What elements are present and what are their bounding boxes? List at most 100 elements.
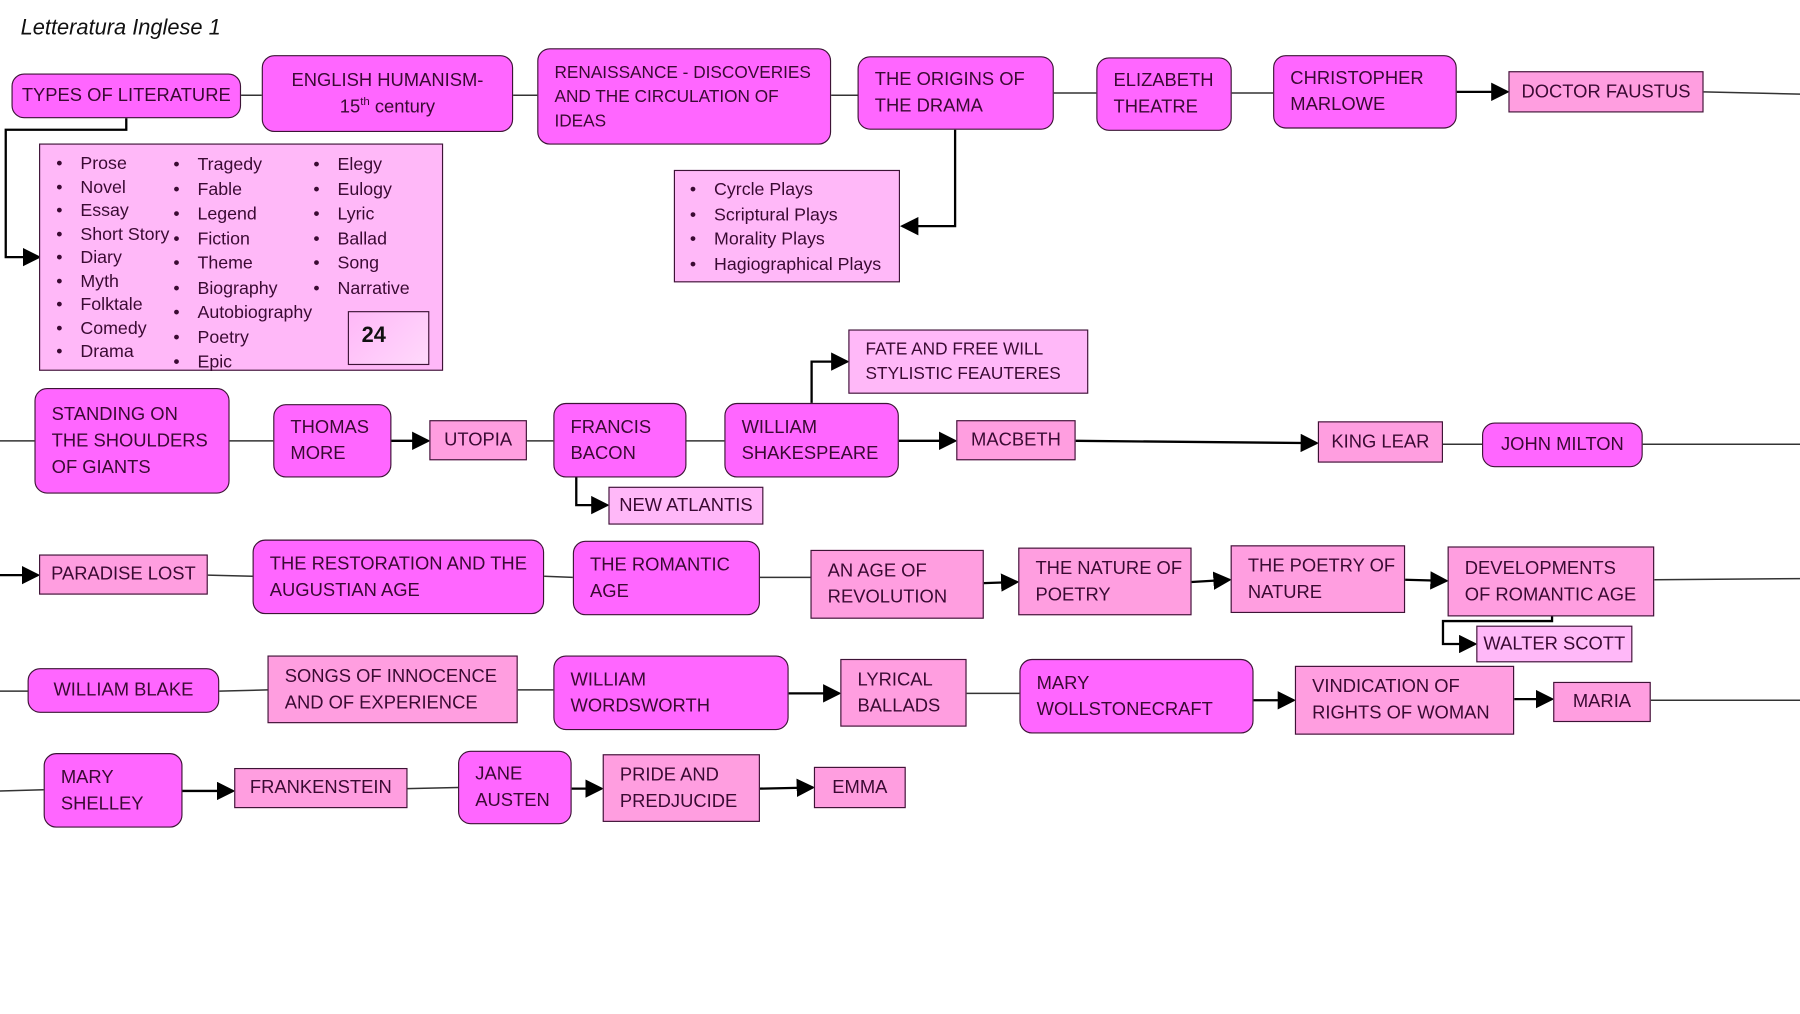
node-label: BACON — [570, 443, 636, 464]
node-songs-of-innocence[interactable]: SONGS OF INNOCENCE AND OF EXPERIENCE — [267, 655, 518, 724]
node-label: KING LEAR — [1331, 432, 1430, 452]
node-label: UTOPIA — [444, 430, 513, 451]
document-title: Letteratura Inglese 1 — [20, 16, 221, 41]
node-label: MARLOWE — [1290, 95, 1386, 115]
node-label: OF GIANTS — [51, 457, 151, 477]
node-john-milton[interactable]: JOHN MILTON — [1482, 422, 1643, 468]
list-item: Drama — [56, 341, 133, 364]
node-label: WOLLSTONECRAFT — [1036, 699, 1213, 720]
node-king-lear[interactable]: KING LEAR — [1317, 421, 1443, 463]
node-poetry-of-nature[interactable]: THE POETRY OF NATURE — [1230, 545, 1406, 614]
node-label: WILLIAM BLAKE — [53, 680, 194, 701]
list-item: Myth — [57, 270, 119, 293]
node-label: AUGUSTIAN AGE — [269, 580, 420, 600]
list-item: Comedy — [56, 317, 146, 340]
node-label: NEW ATLANTIS — [619, 495, 753, 516]
node-english-humanism[interactable]: ENGLISH HUMANISM- 15th century — [261, 55, 514, 133]
node-label: VINDICATION OF — [1312, 677, 1460, 697]
list-item: Narrative — [313, 277, 409, 300]
node-label: RENAISSANCE - DISCOVERIES — [554, 62, 811, 83]
node-fate-and-free-will[interactable]: FATE AND FREE WILL STYLISTIC FEAUTERES — [848, 329, 1089, 394]
list-item: Scriptural Plays — [690, 204, 838, 227]
node-types-of-literature[interactable]: TYPES OF LITERATURE — [11, 73, 242, 119]
list-item: Short Story — [56, 223, 169, 246]
node-frankenstein[interactable]: FRANKENSTEIN — [234, 767, 408, 809]
list-item: Elegy — [314, 154, 382, 177]
node-label: LYRICAL — [857, 669, 933, 690]
node-label: SONGS OF INNOCENCE — [284, 666, 497, 686]
node-label: MARY — [60, 767, 114, 787]
node-utopia[interactable]: UTOPIA — [429, 420, 527, 461]
list-item: Morality Plays — [690, 228, 825, 251]
node-label: STANDING ON — [51, 404, 178, 425]
list-item: Fiction — [174, 228, 250, 251]
node-renaissance[interactable]: RENAISSANCE - DISCOVERIES AND THE CIRCUL… — [537, 48, 832, 145]
node-label: PREDJUCIDE — [619, 791, 738, 812]
node-walter-scott[interactable]: WALTER SCOTT — [1476, 625, 1633, 663]
node-developments-romantic-age[interactable]: DEVELOPMENTS OF ROMANTIC AGE — [1447, 546, 1655, 617]
node-label: FATE AND FREE WILL — [865, 339, 1044, 360]
node-label: CHRISTOPHER — [1290, 68, 1424, 89]
drama-plays-list: Cyrcle Plays Scriptural Plays Morality P… — [673, 169, 901, 283]
list-item: Biography — [173, 277, 277, 300]
node-macbeth[interactable]: MACBETH — [956, 420, 1076, 461]
node-jane-austen[interactable]: JANE AUSTEN — [458, 750, 572, 825]
node-emma[interactable]: EMMA — [813, 766, 906, 809]
node-paradise-lost[interactable]: PARADISE LOST — [39, 554, 208, 595]
node-label: THE DRAMA — [874, 96, 983, 116]
node-label: POETRY — [1035, 584, 1111, 605]
node-label: RIGHTS OF WOMAN — [1312, 703, 1490, 724]
node-pride-and-prejudice[interactable]: PRIDE AND PREDJUCIDE — [602, 754, 760, 822]
node-new-atlantis[interactable]: NEW ATLANTIS — [608, 486, 764, 525]
node-label: PRIDE AND — [619, 765, 719, 785]
node-label: AND OF EXPERIENCE — [284, 692, 478, 713]
node-label: STYLISTIC FEAUTERES — [865, 363, 1061, 384]
list-item: Essay — [56, 200, 129, 223]
node-label: THE POETRY OF — [1247, 556, 1396, 576]
node-standing-on-shoulders[interactable]: STANDING ON THE SHOULDERS OF GIANTS — [34, 388, 230, 494]
list-item: Tragedy — [173, 154, 262, 177]
node-label: JOHN MILTON — [1500, 435, 1624, 455]
node-label: THOMAS — [290, 417, 370, 438]
node-maria[interactable]: MARIA — [1553, 681, 1651, 723]
node-label: OF ROMANTIC AGE — [1464, 584, 1637, 605]
node-label: WILLIAM — [741, 417, 818, 437]
node-label: THEATRE — [1113, 97, 1198, 118]
node-label: JANE — [475, 764, 523, 785]
node-label: DEVELOPMENTS — [1464, 558, 1616, 578]
node-label: AN AGE OF — [827, 561, 927, 581]
node-label: AGE — [590, 581, 629, 601]
node-age-of-revolution[interactable]: AN AGE OF REVOLUTION — [810, 549, 984, 619]
list-item: Poetry — [173, 327, 248, 350]
node-label: THE ROMANTIC — [590, 555, 730, 575]
century-word: century — [369, 97, 436, 117]
node-label: FRANKENSTEIN — [249, 778, 392, 798]
node-william-blake[interactable]: WILLIAM BLAKE — [27, 668, 220, 713]
node-doctor-faustus[interactable]: DOCTOR FAUSTUS — [1508, 71, 1704, 113]
node-mary-shelley[interactable]: MARY SHELLEY — [43, 753, 183, 828]
node-francis-bacon[interactable]: FRANCIS BACON — [553, 402, 687, 478]
node-romantic-age[interactable]: THE ROMANTIC AGE — [572, 540, 760, 616]
node-label: SHELLEY — [60, 793, 144, 814]
node-label: THE SHOULDERS — [51, 431, 208, 451]
node-label: FRANCIS — [570, 417, 652, 437]
node-label: REVOLUTION — [827, 587, 948, 608]
node-label: NATURE — [1247, 582, 1322, 603]
list-item: Cyrcle Plays — [690, 179, 813, 202]
list-item: Theme — [173, 253, 253, 276]
node-christopher-marlowe[interactable]: CHRISTOPHER MARLOWE — [1273, 55, 1457, 129]
node-label: AUSTEN — [475, 790, 550, 811]
node-vindication-rights-of-woman[interactable]: VINDICATION OF RIGHTS OF WOMAN — [1294, 665, 1515, 735]
node-label: 15th century — [340, 94, 435, 120]
list-item: Diary — [56, 247, 122, 270]
list-item: Autobiography — [173, 302, 312, 325]
